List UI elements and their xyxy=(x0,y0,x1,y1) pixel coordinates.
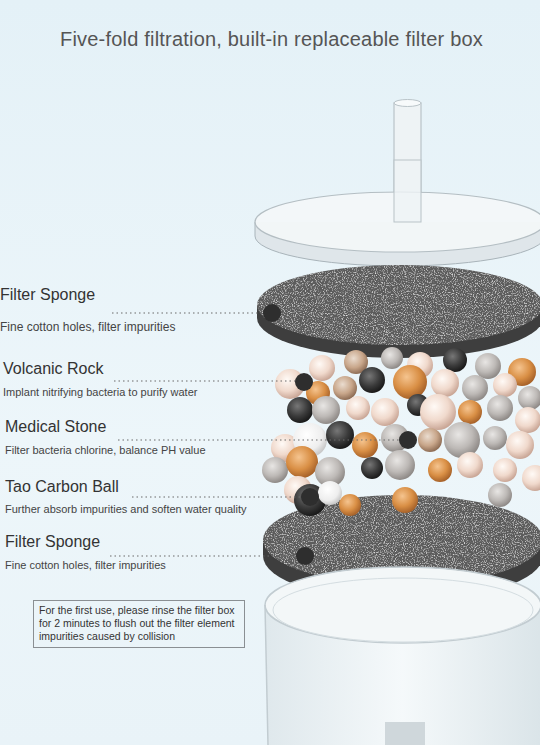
part-description: Fine cotton holes, filter impurities xyxy=(0,320,175,334)
part-description: Implant nitrifying bacteria to purify wa… xyxy=(3,386,197,398)
part-name: Filter Sponge xyxy=(5,533,100,551)
part-name: Medical Stone xyxy=(5,418,106,436)
part-name: Volcanic Rock xyxy=(3,360,104,378)
part-description: Fine cotton holes, filter impurities xyxy=(5,559,166,571)
part-name: Filter Sponge xyxy=(0,286,95,304)
note-box: For the first use, please rinse the filt… xyxy=(33,600,245,648)
part-description: Filter bacteria chlorine, balance PH val… xyxy=(5,444,206,456)
note-text: For the first use, please rinse the filt… xyxy=(39,604,239,643)
page-title: Five-fold filtration, built-in replaceab… xyxy=(60,28,483,51)
part-description: Further absorb impurities and soften wat… xyxy=(5,503,247,515)
part-name: Tao Carbon Ball xyxy=(5,478,119,496)
